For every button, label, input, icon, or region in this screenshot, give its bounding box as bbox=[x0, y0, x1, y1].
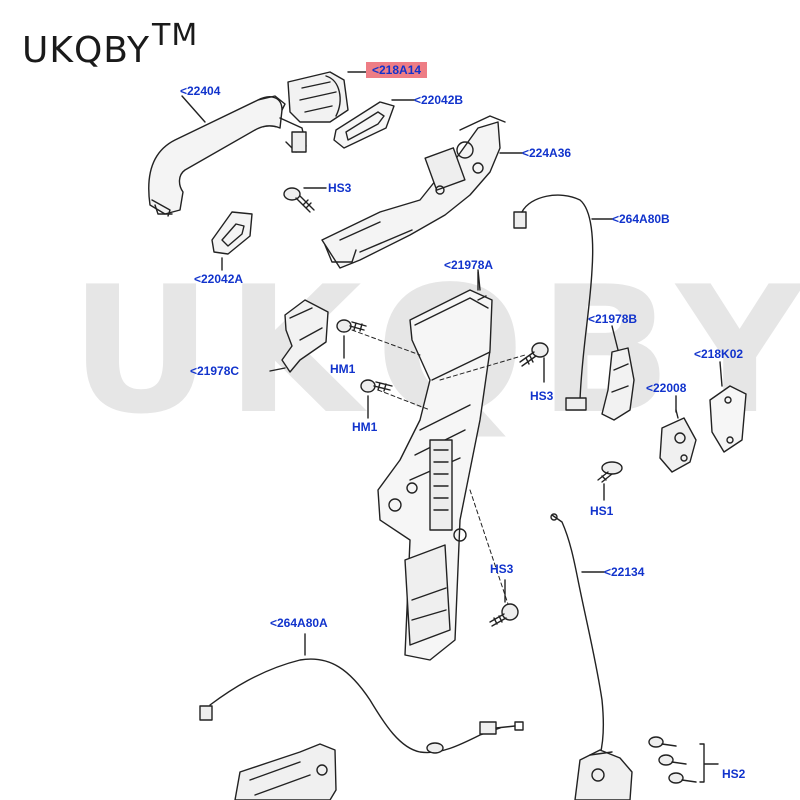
label-hm1-a: HM1 bbox=[330, 362, 356, 376]
lock-mechanism bbox=[574, 749, 633, 800]
label-21978B: <21978B bbox=[588, 312, 638, 326]
rod-22134 bbox=[550, 513, 605, 756]
striker-22008 bbox=[659, 409, 697, 473]
screw-hs1 bbox=[597, 461, 623, 483]
bolt-hm1-a bbox=[336, 319, 367, 333]
screw-hs3-low bbox=[489, 603, 519, 627]
leader-21978B bbox=[611, 325, 619, 351]
label-218A14: <218A14 bbox=[366, 62, 428, 78]
screws-hs2 bbox=[648, 736, 719, 784]
label-22042B: <22042B bbox=[414, 93, 464, 107]
alignment-lines bbox=[351, 329, 526, 611]
bracket-21978C bbox=[281, 299, 329, 373]
screw-hs3-mid bbox=[519, 342, 549, 367]
leader-218K02 bbox=[719, 361, 723, 387]
label-hs3-mid: HS3 bbox=[530, 389, 554, 403]
label-224A36: <224A36 bbox=[522, 146, 572, 160]
gasket-218K02 bbox=[709, 385, 747, 453]
screw-hs3-top bbox=[283, 187, 315, 213]
label-22042A: <22042A bbox=[194, 272, 244, 286]
outer-handle-22404 bbox=[148, 95, 307, 217]
bracket-21978B bbox=[601, 347, 635, 421]
label-21978A: <21978A bbox=[444, 258, 494, 272]
label-264A80B: <264A80B bbox=[612, 212, 670, 226]
handle-carrier-224A36 bbox=[321, 115, 506, 269]
brand-logo: UKQBYTM bbox=[22, 18, 198, 71]
latch-assembly bbox=[234, 743, 337, 800]
label-21978C: <21978C bbox=[190, 364, 240, 378]
label-264A80A: <264A80A bbox=[270, 616, 328, 630]
leader-22404 bbox=[181, 95, 206, 123]
leader-21978C bbox=[269, 367, 286, 372]
label-22008: <22008 bbox=[646, 381, 687, 395]
brand-trademark: TM bbox=[152, 18, 199, 53]
label-hs1: HS1 bbox=[590, 504, 614, 518]
part-218A14 bbox=[287, 71, 349, 123]
reinforcement-21978A bbox=[377, 269, 493, 661]
label-hs3-low: HS3 bbox=[490, 562, 514, 576]
label-22404: <22404 bbox=[180, 84, 221, 98]
label-22134: <22134 bbox=[604, 565, 645, 579]
label-hs2: HS2 bbox=[722, 767, 746, 781]
label-hs3-top: HS3 bbox=[328, 181, 352, 195]
bolt-hm1-b bbox=[360, 379, 393, 393]
brand-name: UKQBY bbox=[22, 30, 151, 71]
cable-264A80B bbox=[513, 194, 594, 411]
label-218K02: <218K02 bbox=[694, 347, 744, 361]
label-hm1-b: HM1 bbox=[352, 420, 378, 434]
gasket-22042A bbox=[211, 211, 253, 255]
cable-264A80A bbox=[199, 658, 524, 754]
gasket-22042B bbox=[333, 101, 395, 149]
